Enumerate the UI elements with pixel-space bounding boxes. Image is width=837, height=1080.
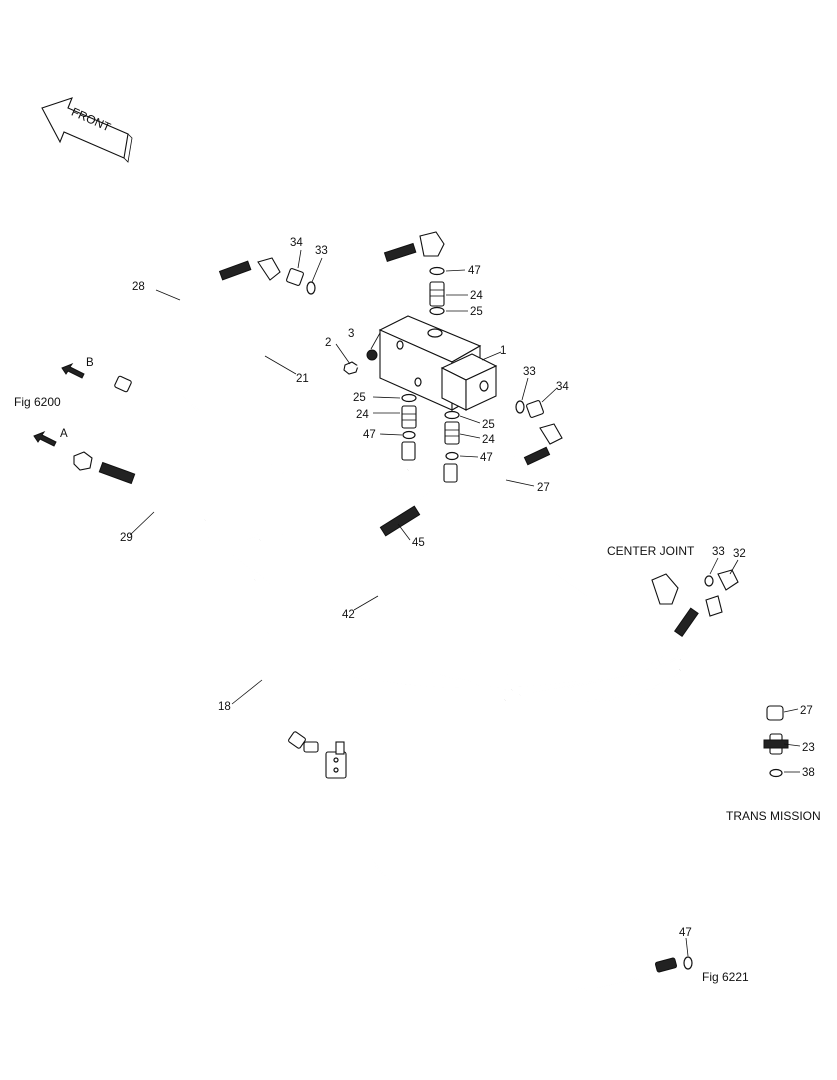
front-arrow: FRONT (41, 97, 133, 163)
center-joint-caption: CENTER JOINT (607, 544, 695, 558)
callout-32: 32 (733, 548, 746, 560)
port-b-arrow: B (61, 357, 94, 379)
hose-18-fittings (288, 731, 347, 779)
callout-25-top: 25 (470, 306, 483, 318)
callout-24-left: 24 (356, 409, 369, 421)
hose-sleeves (98, 242, 699, 638)
callout-24-right: 24 (482, 434, 495, 446)
callout-47-right: 47 (480, 452, 493, 464)
fig-6200-caption: Fig 6200 (14, 395, 61, 409)
fig-6221-caption: Fig 6221 (702, 970, 749, 984)
callout-34-right: 34 (556, 381, 569, 393)
callout-33-right: 33 (523, 366, 536, 378)
upper-left-fittings (257, 257, 316, 295)
port-a-label: A (60, 428, 68, 440)
callout-45: 45 (412, 537, 425, 549)
right-valve-fittings (515, 400, 563, 445)
port-b-label: B (86, 357, 94, 369)
callout-33-top: 33 (315, 245, 328, 257)
port-end-fittings (73, 375, 132, 471)
fig-6221-fittings (654, 956, 693, 973)
washer (366, 349, 378, 361)
left-fittings (401, 393, 417, 461)
callout-29: 29 (120, 532, 133, 544)
callout-47-bottom: 47 (679, 927, 692, 939)
center-joint-fittings (651, 569, 739, 617)
callout-47-top: 47 (468, 265, 481, 277)
callout-33-center: 33 (712, 546, 725, 558)
callout-34-top: 34 (290, 237, 303, 249)
callout-24-top: 24 (470, 290, 483, 302)
callout-3: 3 (348, 328, 354, 340)
callout-1: 1 (500, 345, 506, 357)
hose-lines (89, 238, 774, 992)
port-a-arrow: A (33, 428, 68, 447)
callout-25-left: 25 (353, 392, 366, 404)
callout-labels: 1 2 3 18 21 23 24 24 24 25 25 25 27 27 2… (120, 237, 815, 939)
callout-27-lower: 27 (800, 705, 813, 717)
callout-47-left: 47 (363, 429, 376, 441)
trans-mission-caption: TRANS MISSION (726, 809, 821, 823)
captions: Fig 6200 CENTER JOINT TRANS MISSION Fig … (14, 395, 821, 984)
callout-25-right: 25 (482, 419, 495, 431)
callout-21: 21 (296, 373, 309, 385)
callout-18: 18 (218, 701, 231, 713)
callout-27-upper: 27 (537, 482, 550, 494)
leader-lines (129, 249, 801, 957)
callout-23: 23 (802, 742, 815, 754)
callout-28: 28 (132, 281, 145, 293)
top-fittings (419, 231, 445, 316)
transmission-fittings (763, 705, 789, 778)
callout-38: 38 (802, 767, 815, 779)
callout-2: 2 (325, 337, 331, 349)
right-fittings (443, 410, 460, 483)
callout-42: 42 (342, 609, 355, 621)
valve-block (378, 315, 498, 411)
